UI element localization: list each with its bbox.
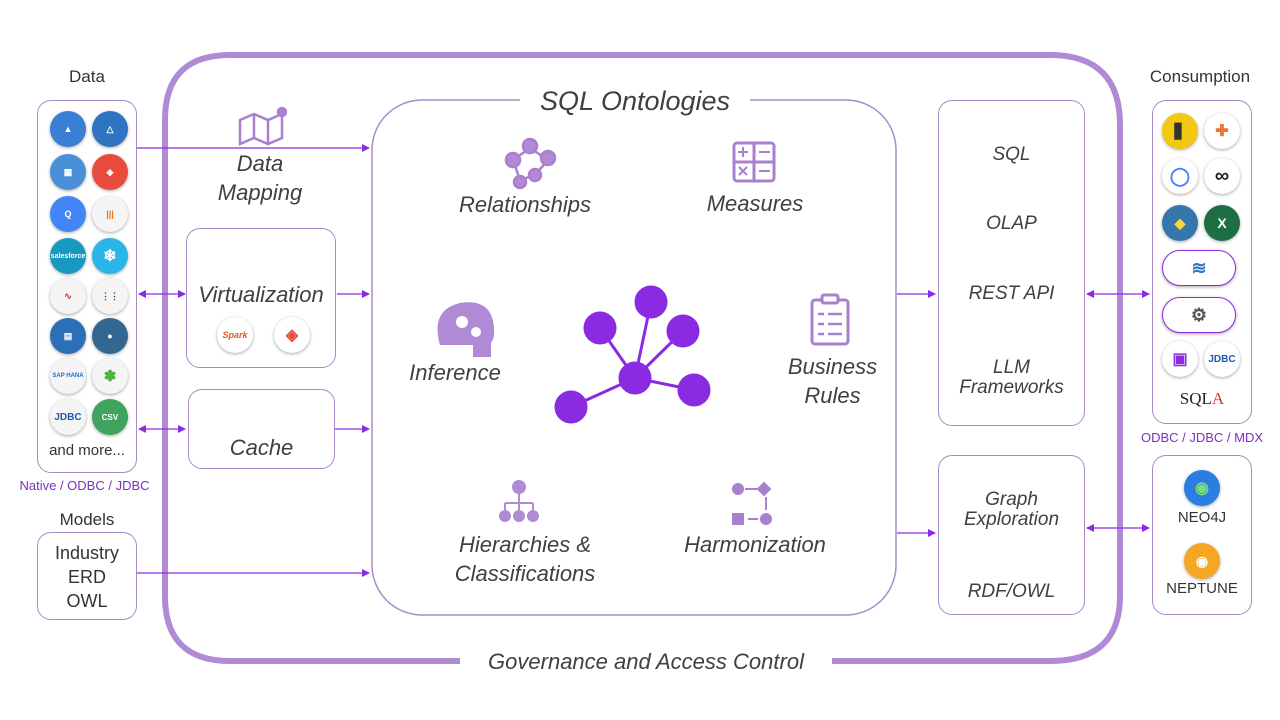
graph-node — [634, 285, 668, 319]
measures-label: Measures — [706, 191, 804, 216]
graph-exploration-line2: Exploration — [963, 509, 1060, 530]
governance-frame — [162, 52, 1123, 664]
sap-hana-icon: SAP HANA — [50, 358, 86, 394]
databricks-icon: ◈ — [274, 317, 310, 353]
inference-icon — [437, 302, 495, 357]
models-industry: Industry — [54, 543, 120, 563]
mongodb-icon: ✽ — [92, 358, 128, 394]
consumption-title: Consumption — [1149, 67, 1251, 86]
jdbc-icon: JDBC — [50, 399, 86, 435]
mcp-icon: ≋ — [1162, 250, 1236, 286]
models-erd: ERD — [67, 567, 106, 587]
jdbc-icon: JDBC — [1204, 341, 1240, 377]
ontology-graph-icon — [554, 285, 711, 424]
sql-label: SQL — [992, 144, 1031, 165]
models-owl: OWL — [66, 591, 108, 611]
hierarchies-line2: Classifications — [454, 561, 596, 586]
powerbi-icon: ▋ — [1162, 113, 1198, 149]
map-icon — [238, 106, 288, 146]
sqlserver-icon: ∿ — [50, 278, 86, 314]
business-rules-line2: Rules — [804, 383, 861, 408]
cache-box — [188, 389, 335, 469]
llm-line1: LLM — [993, 357, 1030, 378]
salesforce-icon: salesforce — [50, 238, 86, 274]
governance-label: Governance and Access Control — [460, 649, 832, 675]
consumption-connectivity-note: ODBC / JDBC / MDX — [1140, 430, 1264, 445]
harmonization-icon — [732, 481, 772, 525]
rest-api-label: REST API — [968, 283, 1055, 304]
and-more-label: and more... — [49, 442, 125, 459]
neo4j-label: NEO4J — [1177, 509, 1227, 526]
sqlalchemy-logo: SQLA — [1152, 389, 1252, 409]
spark-icon: Spark — [217, 317, 253, 353]
harmonization-label: Harmonization — [684, 532, 826, 557]
tableau-icon: ✚ — [1204, 113, 1240, 149]
models-title: Models — [59, 510, 115, 529]
graph-node — [677, 373, 711, 407]
sql-ontologies-title: SQL Ontologies — [520, 86, 750, 118]
sqlalchemy-a: A — [1211, 389, 1225, 408]
postgres-icon: ● — [92, 318, 128, 354]
teradata-icon: ⋮⋮ — [92, 278, 128, 314]
azure-icon: △ — [92, 111, 128, 147]
measures-icon — [732, 141, 776, 183]
data-title: Data — [69, 67, 105, 86]
olap-label: OLAP — [986, 213, 1037, 234]
relationships-label: Relationships — [458, 192, 592, 217]
data-mapping-line1: Data — [236, 151, 284, 176]
neptune-icon: ◉ — [1184, 543, 1220, 579]
neptune-label: NEPTUNE — [1166, 580, 1238, 597]
sql-access-box — [938, 100, 1085, 426]
infinity-icon: ∞ — [1204, 158, 1240, 194]
bigquery-icon: Q — [50, 196, 86, 232]
graph-exploration-line1: Graph — [985, 489, 1038, 510]
graph-node — [554, 390, 588, 424]
neo4j-icon: ◉ — [1184, 470, 1220, 506]
business-rules-icon — [810, 293, 850, 346]
virtualization-label: Virtualization — [198, 282, 324, 307]
redshift-icon: ▦ — [50, 154, 86, 190]
llm-line2: Frameworks — [959, 377, 1064, 398]
virtualization-box — [186, 228, 336, 368]
models-panel — [37, 532, 137, 620]
inference-label: Inference — [409, 360, 501, 385]
data-connectivity-note: Native / ODBC / JDBC — [19, 478, 150, 493]
snowflake-icon: ❄ — [92, 238, 128, 274]
excel-icon: X — [1204, 205, 1240, 241]
sqlalchemy-sql: SQL — [1179, 389, 1212, 408]
graph-node — [583, 311, 617, 345]
connectors — [137, 144, 1150, 577]
web-icon: ▣ — [1162, 341, 1198, 377]
cache-label: Cache — [229, 435, 294, 460]
data-mapping-line2: Mapping — [217, 180, 303, 205]
robot-icon: ⚙ — [1162, 297, 1236, 333]
graph-node — [618, 361, 652, 395]
business-rules-line1: Business — [787, 354, 878, 379]
hierarchies-line1: Hierarchies & — [458, 532, 592, 557]
csv-icon: CSV — [92, 399, 128, 435]
graph-node — [666, 314, 700, 348]
python-icon: ◆ — [1162, 205, 1198, 241]
looker-icon: ◯ — [1162, 158, 1198, 194]
rdf-owl-label: RDF/OWL — [967, 581, 1056, 602]
hierarchies-icon — [499, 480, 539, 522]
athena-icon: ▲ — [50, 111, 86, 147]
db-cluster-icon: ▤ — [50, 318, 86, 354]
clickhouse-icon: ||| — [92, 196, 128, 232]
graph-access-box — [938, 455, 1085, 615]
databricks-icon: ◈ — [92, 154, 128, 190]
relationships-icon — [504, 137, 557, 190]
